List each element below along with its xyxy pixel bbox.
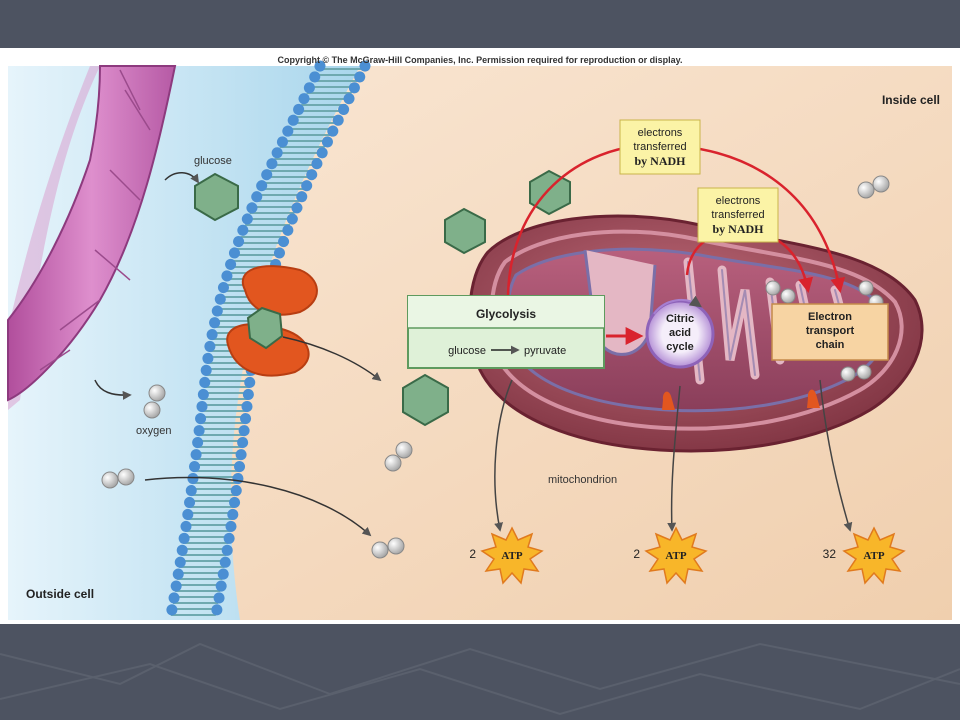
atp-label-etc: ATP bbox=[863, 550, 884, 562]
citric-line-1: Citric bbox=[666, 313, 694, 325]
top-band bbox=[0, 0, 960, 48]
nadh2-line-3: by NADH bbox=[712, 222, 764, 236]
cellular-respiration-diagram: Glycolysis glucose pyruvate Citric acid … bbox=[7, 55, 952, 624]
glucose-label: glucose bbox=[194, 155, 232, 167]
glycolysis-title: Glycolysis bbox=[476, 307, 536, 321]
nadh2-line-2: transferred bbox=[711, 209, 764, 221]
atp-count-citric: 2 bbox=[633, 547, 640, 561]
atp-synthase-1 bbox=[662, 391, 675, 410]
atp-etc: ATP 32 bbox=[823, 526, 906, 585]
glucose-transport-protein bbox=[226, 265, 318, 377]
nadh-label-1: electrons transferred by NADH bbox=[619, 119, 701, 175]
mito-oxygen bbox=[765, 280, 884, 382]
oxygen-arrow bbox=[94, 379, 132, 400]
oxygen-molecules bbox=[101, 175, 890, 559]
atp-count-etc: 32 bbox=[823, 547, 837, 561]
glucose-entry-arrow bbox=[282, 336, 382, 382]
nadh2-line-1: electrons bbox=[716, 195, 761, 207]
nadh1-line-2: transferred bbox=[633, 141, 686, 153]
atp-glycolysis: ATP 2 bbox=[469, 526, 544, 585]
bottom-band bbox=[0, 624, 960, 720]
atp-citric: ATP 2 bbox=[633, 526, 708, 585]
atp-label-glycolysis: ATP bbox=[501, 550, 522, 562]
nadh-label-2: electrons transferred by NADH bbox=[697, 187, 779, 243]
atp-synthase-2 bbox=[807, 389, 820, 408]
glycolysis-input: glucose bbox=[448, 345, 486, 357]
citric-acid-cycle: Citric acid cycle bbox=[645, 295, 715, 369]
glycolysis-output: pyruvate bbox=[524, 345, 566, 357]
outside-cell-label: Outside cell bbox=[26, 587, 94, 601]
atp-arrow-etc bbox=[819, 379, 853, 532]
copyright-notice: Copyright © The McGraw-Hill Companies, I… bbox=[277, 55, 682, 65]
inside-cell-label: Inside cell bbox=[882, 93, 940, 107]
nadh1-line-1: electrons bbox=[638, 127, 683, 139]
nadh1-line-3: by NADH bbox=[634, 154, 686, 168]
atp-count-glycolysis: 2 bbox=[469, 547, 476, 561]
blood-vessel bbox=[7, 65, 177, 402]
citric-line-3: cycle bbox=[666, 341, 694, 353]
glycolysis-box: Glycolysis glucose pyruvate bbox=[407, 295, 605, 369]
vessel-cells bbox=[39, 69, 151, 371]
membrane-outer-heads bbox=[164, 60, 326, 624]
oxygen-diffusion-arrow bbox=[144, 476, 372, 537]
atp-label-citric: ATP bbox=[665, 550, 686, 562]
bottom-decoration bbox=[0, 642, 960, 716]
etc-line-1: Electron bbox=[808, 311, 852, 323]
atp-arrow-citric bbox=[667, 385, 681, 532]
slide-panel: Glycolysis glucose pyruvate Citric acid … bbox=[0, 48, 960, 624]
etc-line-2: transport bbox=[806, 325, 855, 337]
membrane-lipid-tails bbox=[170, 66, 365, 620]
glucose-arrow bbox=[164, 172, 199, 184]
transported-glucose bbox=[246, 306, 284, 350]
glucose-molecules bbox=[194, 169, 571, 427]
electron-transport-chain-box: Electron transport chain bbox=[771, 303, 889, 361]
oxygen-label: oxygen bbox=[136, 425, 171, 437]
citric-line-2: acid bbox=[669, 327, 691, 339]
etc-line-3: chain bbox=[816, 339, 845, 351]
mitochondrion-label: mitochondrion bbox=[548, 474, 617, 486]
atp-arrow-glycolysis bbox=[494, 379, 513, 532]
